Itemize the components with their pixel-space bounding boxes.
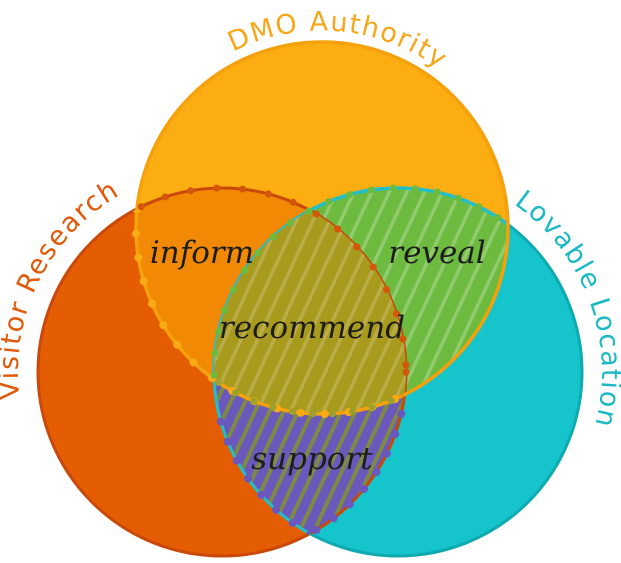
label-recommend: recommend <box>219 310 405 346</box>
label-reveal: reveal <box>388 235 485 271</box>
label-inform: inform <box>150 235 254 271</box>
label-support: support <box>251 441 373 477</box>
